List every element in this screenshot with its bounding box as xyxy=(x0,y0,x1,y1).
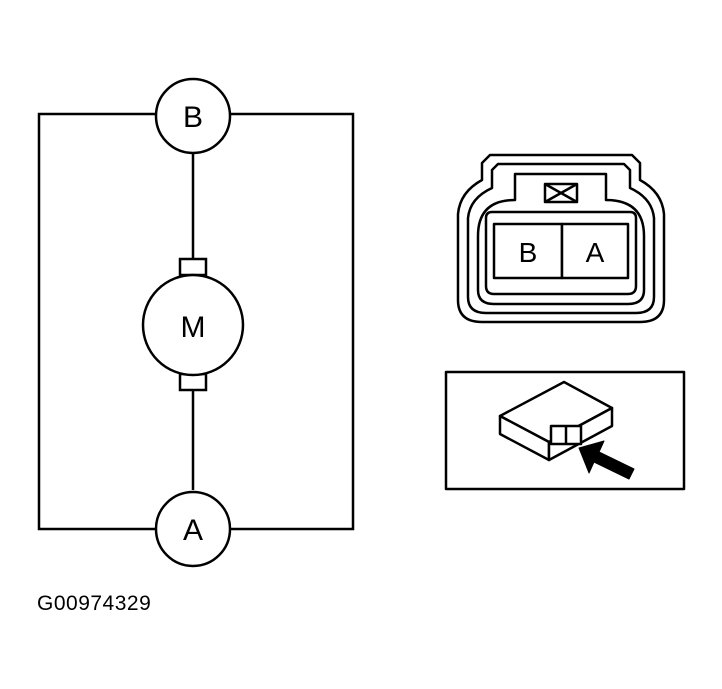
locator-frame xyxy=(444,370,686,491)
pin-cavity-b xyxy=(492,222,564,280)
motor-label: M xyxy=(181,311,206,344)
connector-latch xyxy=(543,182,579,204)
pin-b-label: B xyxy=(519,237,538,268)
connector-housing-inner-1 xyxy=(466,162,656,315)
pin-cavity-a xyxy=(560,222,630,280)
motor-schematic xyxy=(37,77,355,568)
locator-view xyxy=(444,370,686,491)
connector-housing-inner-2 xyxy=(476,172,646,306)
motor-brush-bottom xyxy=(178,372,208,392)
locator-arrow-icon xyxy=(578,440,635,480)
pin-a-label: A xyxy=(586,237,605,268)
connector-face xyxy=(456,153,666,324)
terminal-a-label: A xyxy=(183,514,203,547)
motor-brush-top xyxy=(178,257,208,277)
terminal-b-label: B xyxy=(183,101,203,134)
connector-housing-inner-3 xyxy=(484,210,638,296)
motor-symbol xyxy=(141,273,245,377)
figure-id: G00974329 xyxy=(37,592,152,615)
latch-cross-b xyxy=(544,182,578,204)
terminal-a-node xyxy=(154,490,232,568)
terminal-b-node xyxy=(154,77,232,155)
connector-housing-outer xyxy=(456,153,666,324)
